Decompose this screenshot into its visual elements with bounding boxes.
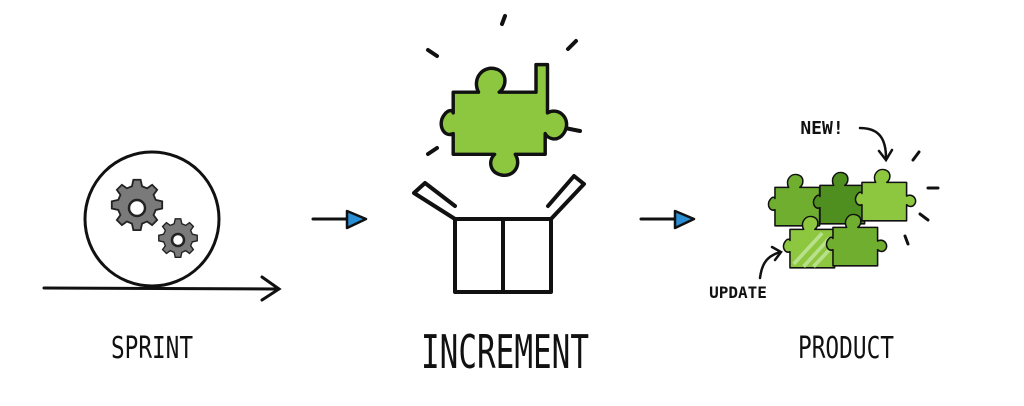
annotation-update: UPDATE (709, 283, 767, 302)
sprint-timeline-arrow (42, 275, 282, 302)
arrow-right-icon (311, 209, 368, 230)
new-puzzle-piece (854, 168, 917, 222)
increment-stage: INCREMENT (412, 14, 589, 379)
sprint-cycle-icon (83, 150, 221, 288)
sprint-stage: SPRINT (42, 150, 282, 366)
sparkle-lines (903, 150, 940, 246)
annotation-arrow (758, 245, 783, 280)
arrow-right-icon (639, 209, 696, 230)
gears-icon (110, 178, 198, 258)
stage-label-increment: INCREMENT (421, 325, 589, 379)
open-box-icon (412, 174, 586, 294)
stage-label-sprint: SPRINT (111, 331, 193, 366)
stage-label-product: PRODUCT (798, 331, 894, 366)
product-stage: NEW! UPDATE PRODUCT (709, 118, 940, 366)
puzzle-cluster-icon (767, 168, 917, 269)
puzzle-piece-icon (439, 62, 569, 177)
annotation-new: NEW! (800, 118, 843, 139)
annotation-arrow (858, 126, 894, 163)
